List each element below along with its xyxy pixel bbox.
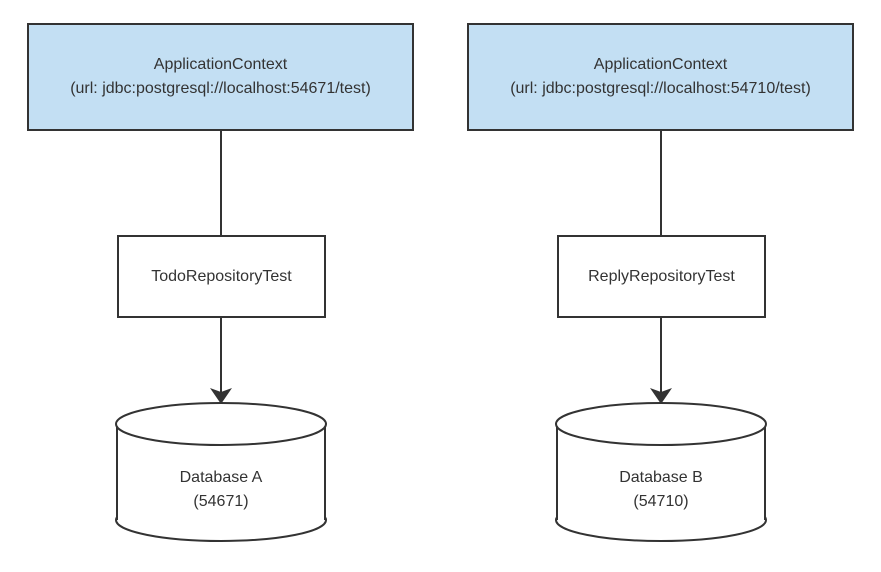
database-cylinder-icon	[115, 402, 327, 542]
connector-layer	[555, 131, 767, 542]
test-class-node: TodoRepositoryTest	[117, 235, 326, 318]
test-context-column-left: ApplicationContext (url: jdbc:postgresql…	[27, 23, 414, 542]
database-port: (54710)	[633, 493, 689, 510]
connector-layer	[115, 131, 327, 542]
database-node-label: Database A (54671)	[116, 466, 326, 514]
test-class-label: TodoRepositoryTest	[151, 267, 292, 285]
cylinder-top-ellipse	[115, 402, 327, 446]
test-context-column-right: ApplicationContext (url: jdbc:postgresql…	[440, 0, 881, 572]
application-context-node: ApplicationContext (url: jdbc:postgresql…	[27, 23, 414, 131]
database-name: Database B	[619, 469, 703, 486]
test-class-node: ReplyRepositoryTest	[557, 235, 766, 318]
application-context-node: ApplicationContext (url: jdbc:postgresql…	[467, 23, 854, 131]
cylinder-top-ellipse	[555, 402, 767, 446]
database-node-label: Database B (54710)	[556, 466, 766, 514]
context-node-title: ApplicationContext	[153, 56, 288, 73]
database-name: Database A	[179, 469, 263, 486]
context-node-jdbc-url: (url: jdbc:postgresql://localhost:54671/…	[70, 80, 371, 97]
arrowhead-down-icon	[210, 388, 232, 404]
context-node-title: ApplicationContext	[593, 56, 728, 73]
database-cylinder-icon	[555, 402, 767, 542]
arrowhead-down-icon	[650, 388, 672, 404]
database-port: (54671)	[193, 493, 249, 510]
context-node-jdbc-url: (url: jdbc:postgresql://localhost:54710/…	[510, 80, 811, 97]
test-class-label: ReplyRepositoryTest	[588, 267, 735, 285]
